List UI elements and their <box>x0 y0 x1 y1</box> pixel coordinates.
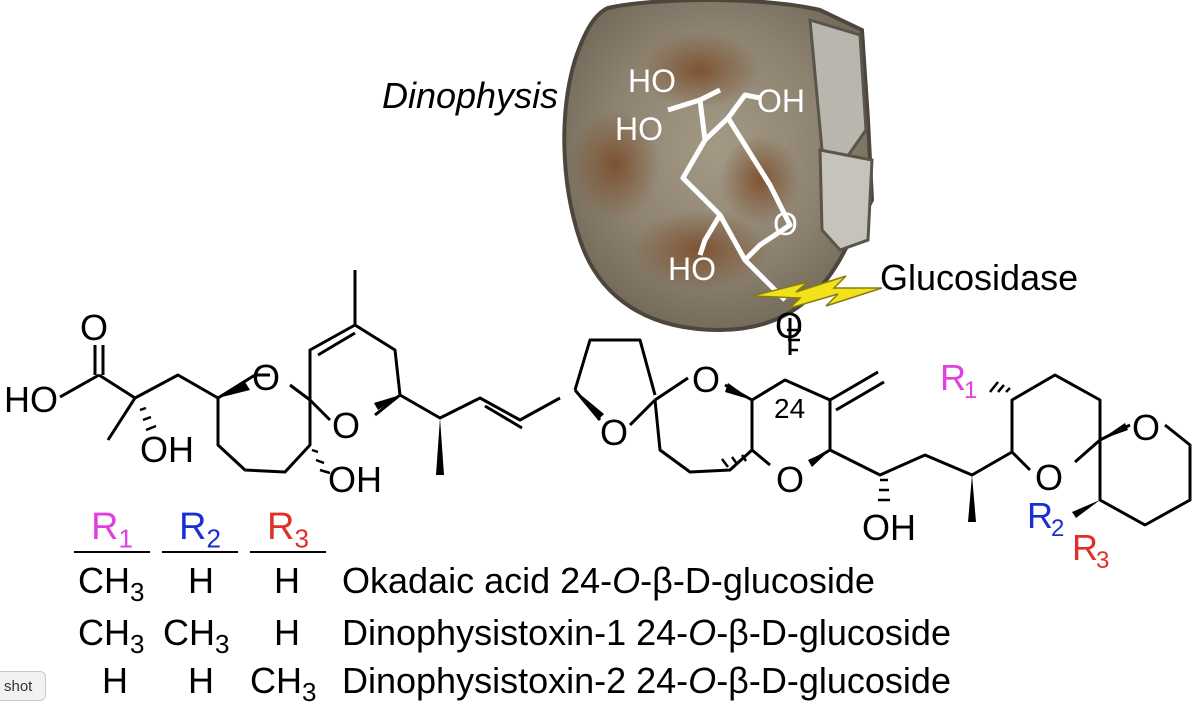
screenshot-tab-button[interactable]: shot <box>0 671 46 701</box>
row2-r3: H <box>274 612 300 653</box>
hydroxyl-label-3: OH <box>862 507 916 548</box>
row1-compound-name: Okadaic acid 24-O-β-D-glucoside <box>342 560 875 601</box>
row3-compound-name: Dinophysistoxin-2 24-O-β-D-glucoside <box>342 660 951 701</box>
svg-text:R: R <box>1072 527 1098 568</box>
dinophysis-caption: Dinophysis <box>382 75 558 116</box>
glycosidic-oxygen-label: O <box>775 305 803 346</box>
r2-substituent-label: R 2 <box>1027 495 1064 542</box>
row1-r3: H <box>274 560 300 601</box>
svg-text:R: R <box>1027 495 1053 536</box>
row3-r2: H <box>188 660 214 701</box>
legend-row: H H CH3 Dinophysistoxin-2 24-O-β-D-gluco… <box>0 660 1200 707</box>
row3-r3: CH3 <box>250 660 317 708</box>
sugar-hydroxyl-mid: HO <box>615 111 663 147</box>
legend-row: CH3 H H Okadaic acid 24-O-β-D-glucoside <box>0 560 1200 607</box>
okadaic-skeleton <box>59 270 1192 527</box>
ring-oxygen-a-label: O <box>252 357 280 398</box>
glucosidase-caption: Glucosidase <box>880 257 1078 298</box>
ring-oxygen-d-label: O <box>1035 457 1063 498</box>
row1-r1: CH3 <box>78 560 145 608</box>
ring-oxygen-e-label: O <box>1132 407 1160 448</box>
thf-oxygen-label: O <box>600 412 628 453</box>
header-underline-r1 <box>74 551 150 553</box>
hydroxyl-label-2: OH <box>328 459 382 500</box>
svg-text:R: R <box>940 357 966 398</box>
stereo-wedges <box>218 382 1128 522</box>
svg-text:2: 2 <box>1051 515 1064 542</box>
sugar-ring-oxygen: O <box>773 206 798 242</box>
r3-substituent-label: R 3 <box>1072 527 1109 574</box>
row1-r2: H <box>188 560 214 601</box>
row2-compound-name: Dinophysistoxin-1 24-O-β-D-glucoside <box>342 612 951 653</box>
ring-oxygen-c-label: O <box>776 459 804 500</box>
svg-text:3: 3 <box>1096 547 1109 574</box>
header-r2: R2 <box>179 506 221 554</box>
carbon-24-label: 24 <box>774 393 805 424</box>
acid-hydroxyl-label: HO <box>4 379 58 420</box>
dinophysis-cell-image <box>562 0 875 333</box>
sugar-hydroxyl-top-right: OH <box>757 83 805 119</box>
sugar-hydroxyl-low: HO <box>668 251 716 287</box>
sugar-hydroxyl-top-left: HO <box>628 63 676 99</box>
svg-text:1: 1 <box>964 377 977 404</box>
header-underline-r3 <box>250 551 326 553</box>
spiro-oxygen-label: O <box>332 405 360 446</box>
header-underline-r2 <box>162 551 238 553</box>
header-r3: R3 <box>267 506 309 554</box>
header-r1: R1 <box>91 506 133 554</box>
lightning-bolt-icon <box>751 275 883 309</box>
hydroxyl-label-1: OH <box>140 429 194 470</box>
ring-oxygen-b-label: O <box>692 359 720 400</box>
row2-r2: CH3 <box>163 612 230 660</box>
row3-r1: H <box>102 660 128 701</box>
r1-substituent-label: R 1 <box>940 357 977 404</box>
legend-row: CH3 CH3 H Dinophysistoxin-1 24-O-β-D-glu… <box>0 612 1200 659</box>
acid-oxygen-label: O <box>80 307 108 348</box>
row2-r1: CH3 <box>78 612 145 660</box>
